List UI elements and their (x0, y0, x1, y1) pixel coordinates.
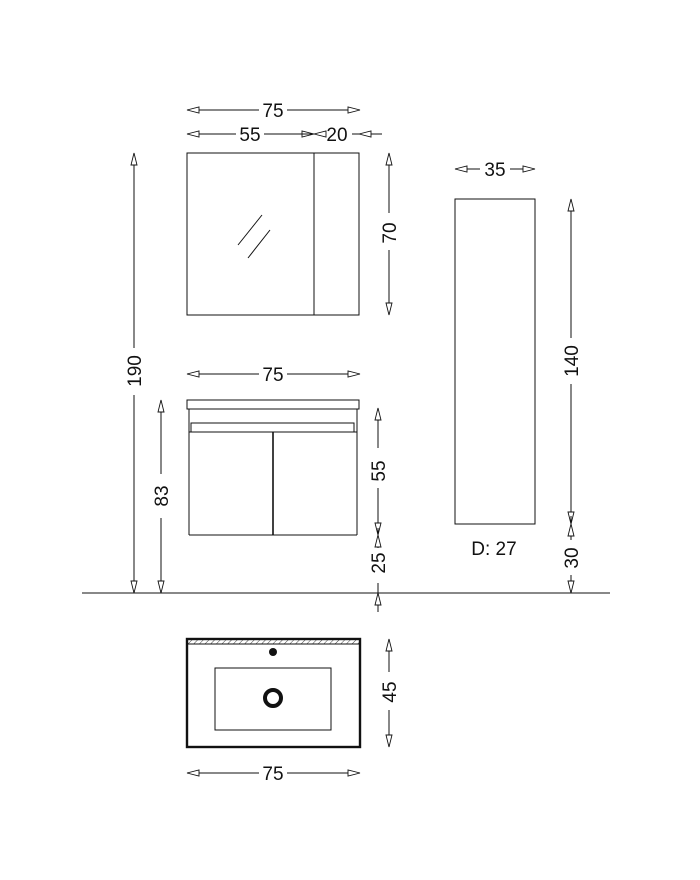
dim-basin-width: 75 (186, 764, 361, 785)
dim-label-basin-depth: 45 (380, 681, 401, 702)
dim-label-tall-height: 140 (562, 345, 583, 377)
dim-label-vanity-floor-clearance: 25 (369, 552, 390, 573)
mirror-cabinet-body (186, 152, 360, 316)
dim-tall-height: 140 (562, 198, 583, 525)
dim-basin-depth: 45 (380, 638, 401, 748)
dim-label-vanity-top-height: 83 (152, 485, 173, 506)
dim-mirror-width-total: 75 (186, 101, 361, 122)
tall-cabinet-depth-label: D: 27 (471, 539, 516, 560)
dim-vanity-floor-clearance: 25 (369, 528, 390, 612)
dim-vanity-body-height: 55 (369, 407, 390, 536)
tall-cabinet (454, 198, 536, 525)
dim-label-vanity-body-height: 55 (369, 460, 390, 481)
mirror-glare-line-1 (237, 214, 263, 246)
basin-bowl (214, 667, 332, 731)
dim-label-total-height: 190 (125, 355, 146, 387)
mirror-cabinet (186, 152, 360, 316)
dim-mirror-width-glass: 55 (186, 125, 315, 146)
dim-vanity-width: 75 (186, 365, 361, 386)
dim-tall-floor-clearance: 30 (562, 516, 583, 594)
dim-label-tall-width: 35 (484, 160, 505, 181)
basin-top-view (185, 637, 362, 749)
dim-mirror-height: 70 (380, 152, 401, 316)
dim-vanity-top-height: 83 (152, 399, 173, 594)
dim-tall-width: 35 (454, 160, 536, 181)
dim-label-vanity-width: 75 (262, 365, 283, 386)
tall-cabinet-body (454, 198, 536, 525)
mirror-glare-line-2 (247, 229, 271, 259)
drain-icon (263, 688, 283, 708)
vanity-countertop (186, 399, 360, 410)
basin-outline (185, 637, 362, 749)
vanity-basin-lip (190, 422, 355, 433)
vanity-unit (186, 399, 360, 536)
dim-mirror-width-side: 20 (300, 125, 382, 146)
dim-label-mirror-width-side: 20 (326, 125, 347, 146)
dim-label-basin-width: 75 (262, 764, 283, 785)
faucet-hole (269, 648, 277, 656)
dim-label-mirror-width-glass: 55 (239, 125, 260, 146)
dim-label-tall-floor-clearance: 30 (562, 547, 583, 568)
dim-label-mirror-height: 70 (380, 222, 401, 243)
dim-label-mirror-width-total: 75 (262, 101, 283, 122)
dim-total-height: 190 (125, 152, 146, 594)
